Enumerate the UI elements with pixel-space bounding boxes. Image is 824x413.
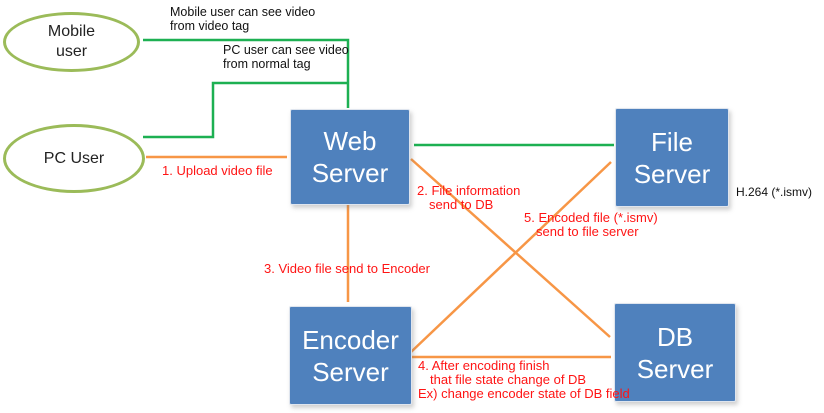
annotation-step3-send-encoder: 3. Video file send to Encoder — [264, 262, 430, 276]
node-encoder-server-label: Encoder — [302, 324, 399, 355]
node-file-server-label: File — [651, 126, 693, 157]
annotation-line: Ex) change encoder state of DB field — [418, 386, 630, 401]
actor-pc-user: PC User — [3, 124, 145, 193]
actor-mobile-user-label2: user — [55, 43, 88, 60]
annotation-line: Mobile user can see video — [170, 5, 316, 19]
node-db-server-label: DB — [656, 321, 694, 352]
arrow-webserver-to-dbserver — [410, 158, 611, 338]
annotation-line: 4. After encoding finish — [418, 358, 550, 373]
annotation-line: 1. Upload video file — [162, 163, 273, 178]
annotation-step4-encoding-finish: 4. After encoding finish that file state… — [418, 359, 630, 401]
node-web-server-label2: Server — [311, 158, 389, 188]
annotation-pc-normal-tag: PC user can see video from normal tag — [223, 43, 349, 71]
node-encoder-server: Encoder Server — [289, 306, 412, 405]
node-db-server: DB Server — [614, 303, 736, 402]
arrow-encoder-to-fileserver — [410, 161, 612, 353]
annotation-line: send to file server — [536, 224, 639, 239]
annotation-mobile-video-tag: Mobile user can see video from video tag — [170, 5, 315, 33]
node-web-server: Web Server — [290, 109, 410, 205]
node-file-server: File Server — [615, 108, 729, 207]
annotation-line: PC user can see video — [223, 43, 349, 57]
actor-mobile-user-label: Mobile — [47, 23, 96, 40]
annotation-step2-file-info: 2. File information send to DB — [417, 184, 520, 212]
annotation-line: 3. Video file send to Encoder — [264, 261, 430, 276]
node-web-server-label: Web — [323, 126, 377, 156]
annotation-step1-upload: 1. Upload video file — [162, 164, 273, 178]
node-db-server-label2: Server — [636, 353, 714, 384]
arrow-webserver-to-mobileuser — [143, 38, 350, 108]
actor-mobile-user: Mobile user — [3, 12, 140, 72]
actor-pc-user-label: PC User — [43, 149, 105, 167]
annotation-step5-encoded-file: 5. Encoded file (*.ismv) send to file se… — [524, 211, 658, 239]
annotation-line: from normal tag — [223, 57, 311, 71]
annotation-line: 5. Encoded file (*.ismv) — [524, 210, 658, 225]
annotation-line: that file state change of DB — [430, 372, 587, 387]
annotation-line: send to DB — [429, 197, 494, 212]
annotation-line: from video tag — [170, 19, 250, 33]
arrow-webserver-to-pcuser — [143, 81, 348, 139]
node-encoder-server-label2: Server — [312, 356, 389, 387]
annotation-line: 2. File information — [417, 183, 521, 198]
annotation-h264-format: H.264 (*.ismv) — [736, 185, 813, 199]
node-file-server-label2: Server — [633, 158, 711, 189]
